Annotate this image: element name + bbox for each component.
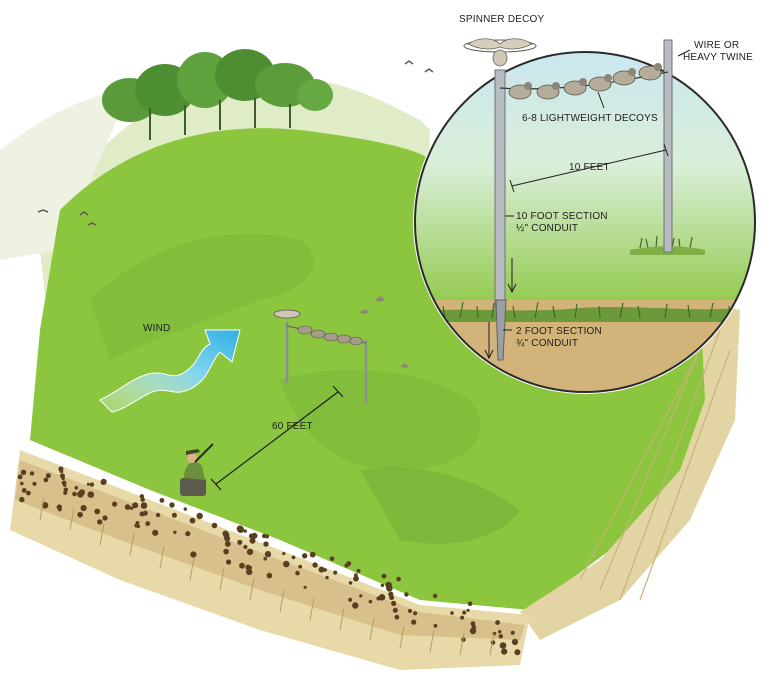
ten-foot-conduit <box>494 69 506 311</box>
half-inch-conduit-label: ½" CONDUIT <box>516 223 578 234</box>
sixty-feet-label: 60 FEET <box>272 421 313 432</box>
distant-birds <box>37 60 434 226</box>
wire-pole <box>663 39 673 253</box>
wind-label: WIND <box>143 323 170 334</box>
decoys-label: 6-8 LIGHTWEIGHT DECOYS <box>522 113 658 124</box>
two-foot-section-label: 2 FOOT SECTION <box>516 326 602 337</box>
wire-label-line2: HEAVY TWINE <box>683 52 753 63</box>
field-edge-soil-right <box>520 300 740 640</box>
ten-foot-section-label: 10 FOOT SECTION <box>516 211 608 222</box>
spinner-decoy <box>463 38 537 67</box>
inset-rig <box>463 38 673 361</box>
two-foot-conduit <box>495 299 507 361</box>
hunter <box>180 443 214 496</box>
field-decoy-rig <box>273 296 409 404</box>
stubble-field <box>10 450 530 670</box>
spinner-decoy-label: SPINNER DECOY <box>459 14 545 25</box>
three-quarter-conduit-label: ¾" CONDUIT <box>516 338 578 349</box>
field-spinner-decoy <box>273 309 301 319</box>
inset-annotations <box>484 49 691 360</box>
wind-arrow <box>99 329 241 413</box>
tree-line <box>102 49 333 140</box>
wire-label-line1: WIRE OR <box>694 40 739 51</box>
inset-border <box>414 51 756 393</box>
sixty-feet-dimension <box>210 385 344 491</box>
ten-feet-label: 10 FEET <box>569 162 610 173</box>
